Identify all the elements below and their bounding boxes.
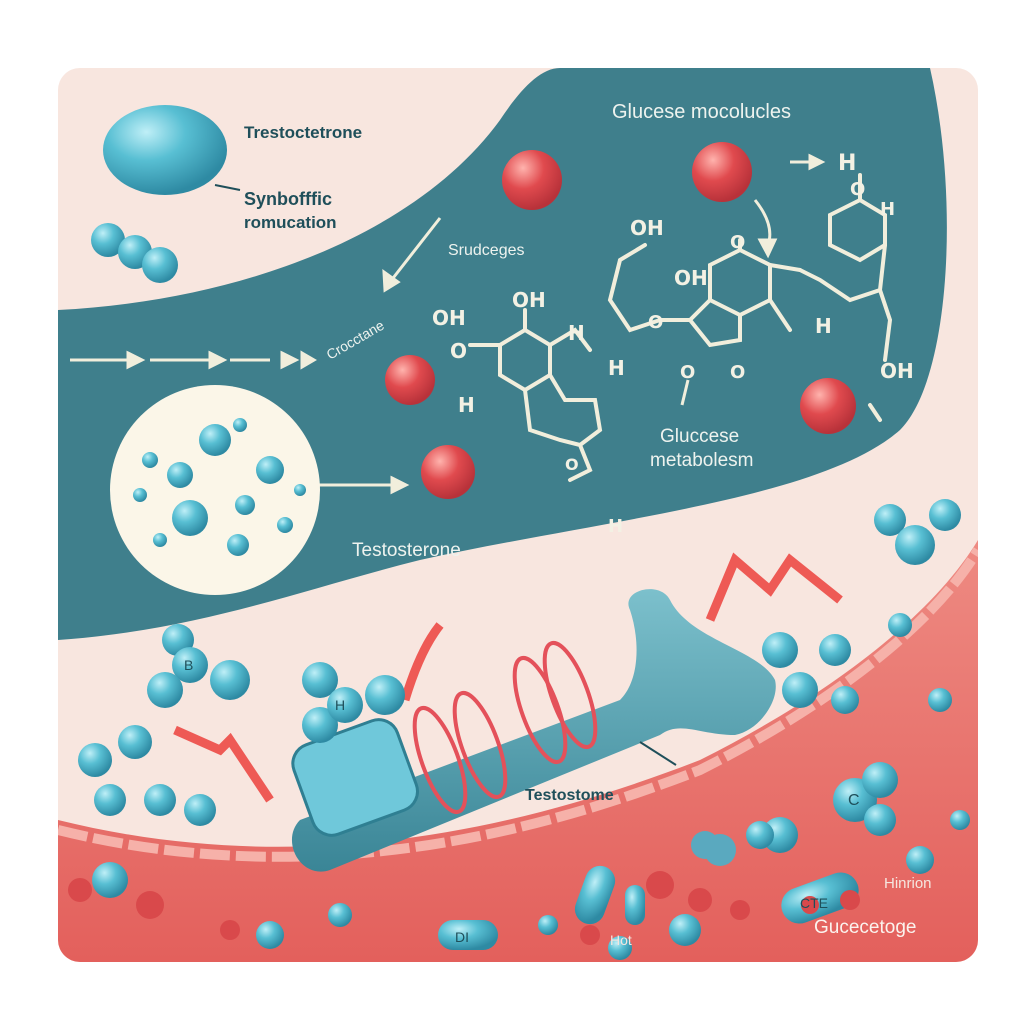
label-gucecetoge: Gucecetoge — [814, 917, 916, 938]
chem-h: H — [568, 321, 585, 345]
membrane-edge — [58, 547, 978, 862]
label-testosterone: Testosterone — [352, 540, 461, 561]
testosterone-receptor — [291, 589, 776, 872]
chem-h: H — [880, 199, 895, 220]
label-testostome: Testostome — [525, 787, 614, 804]
chem-o: O — [850, 179, 865, 200]
label-romucation: romucation — [244, 213, 337, 232]
chem-h: H — [838, 151, 856, 176]
cell-dots — [133, 418, 306, 556]
molecule-mark-b: B — [184, 657, 193, 673]
chem-h: H — [458, 393, 475, 417]
red-sphere — [385, 355, 435, 405]
molecule-mark-h: H — [335, 697, 345, 713]
chem-oh: OH — [432, 306, 466, 330]
molecule-mark-c: C — [848, 792, 860, 809]
dumbbell-molecule-icon — [91, 223, 178, 283]
label-synbofffic: Synbofffic — [244, 189, 332, 209]
chem-oh: OH — [512, 288, 546, 312]
chem-h: H — [608, 516, 623, 537]
red-sphere — [502, 150, 562, 210]
label-srudceges: Srudceges — [448, 242, 525, 259]
label-hot: Hot — [610, 932, 632, 948]
red-sphere — [692, 142, 752, 202]
label-hinrion: Hinrion — [884, 875, 932, 892]
label-glucose-metabolism-1: Gluccese — [660, 426, 739, 447]
chem-o: O — [450, 339, 467, 363]
chem-o: O — [680, 362, 695, 383]
testosterone-blob-icon — [103, 105, 227, 195]
chem-oh: OH — [880, 359, 914, 383]
glucose-spheres — [385, 142, 856, 499]
red-sphere — [421, 445, 475, 499]
label-trestoctetrone: Trestoctetrone — [244, 123, 362, 142]
chem-o: O — [648, 312, 663, 333]
molecule-mark-cte: CTE — [800, 895, 828, 911]
zigzag-arrows — [173, 552, 843, 803]
red-cells — [68, 871, 860, 945]
molecule-mark-di: DI — [455, 929, 469, 945]
label-glucose-molecules: Glucese mocolucles — [612, 101, 791, 123]
chem-oh: OH — [630, 216, 664, 240]
chemical-structure — [468, 173, 893, 482]
chem-h: H — [608, 356, 625, 380]
blue-molecules — [78, 499, 970, 960]
chem-o: O — [730, 232, 745, 253]
flow-arrows — [70, 153, 826, 495]
red-sphere — [800, 378, 856, 434]
label-glucose-metabolism-2: metabolesm — [650, 450, 754, 471]
chem-h: H — [815, 314, 832, 338]
chem-o: O — [565, 455, 579, 474]
pointer-line — [639, 741, 677, 766]
chem-o: O — [730, 362, 745, 383]
pointer-line — [214, 184, 241, 191]
chem-oh: OH — [674, 266, 708, 290]
